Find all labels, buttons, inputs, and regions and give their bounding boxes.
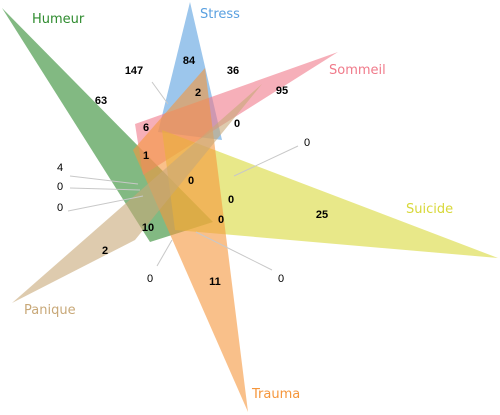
set-trauma-shape <box>133 68 248 412</box>
count-out-left-3: 0 <box>57 202 63 214</box>
set-suicide-shape <box>162 130 498 258</box>
count-stress-trauma: 2 <box>195 87 201 99</box>
count-humeur-sommeil: 6 <box>143 122 149 134</box>
leader-line <box>67 195 144 212</box>
count-trauma-only: 11 <box>209 276 221 288</box>
set-label-humeur: Humeur <box>32 12 85 27</box>
count-out-bottom-left: 0 <box>147 273 153 285</box>
set-label-sommeil: Sommeil <box>329 63 386 78</box>
count-out-top-right: 0 <box>304 137 310 149</box>
count-humeur-only: 63 <box>95 95 107 107</box>
set-label-stress: Stress <box>200 7 240 22</box>
set-label-trauma: Trauma <box>251 387 300 402</box>
count-humeur-trauma: 1 <box>143 150 149 162</box>
count-out-bottom-right: 0 <box>278 273 284 285</box>
count-sommeil-only: 95 <box>276 85 288 97</box>
set-label-suicide: Suicide <box>406 202 453 217</box>
count-stress-sommeil: 36 <box>227 65 239 77</box>
leader-line <box>195 231 273 271</box>
count-suicide-only: 25 <box>316 209 328 221</box>
leader-line <box>233 145 299 177</box>
count-sommeil-trauma: 0 <box>234 118 240 130</box>
leader-line <box>156 239 173 267</box>
count-panique-only: 2 <box>102 245 108 257</box>
set-panique-shape <box>12 84 262 303</box>
count-out-left-1: 4 <box>57 162 63 174</box>
count-stress-only: 84 <box>183 55 196 67</box>
leader-line <box>69 187 141 191</box>
count-suicide-trauma: 0 <box>218 214 224 226</box>
leader-line <box>69 175 139 185</box>
count-humeur-stress: 147 <box>125 65 143 77</box>
count-core: 0 <box>188 175 194 187</box>
count-suicide-side: 0 <box>228 194 234 206</box>
leader-line <box>151 81 169 105</box>
count-out-left-2: 0 <box>57 181 63 193</box>
count-panique-trauma: 10 <box>142 222 154 234</box>
set-label-panique: Panique <box>24 303 76 318</box>
